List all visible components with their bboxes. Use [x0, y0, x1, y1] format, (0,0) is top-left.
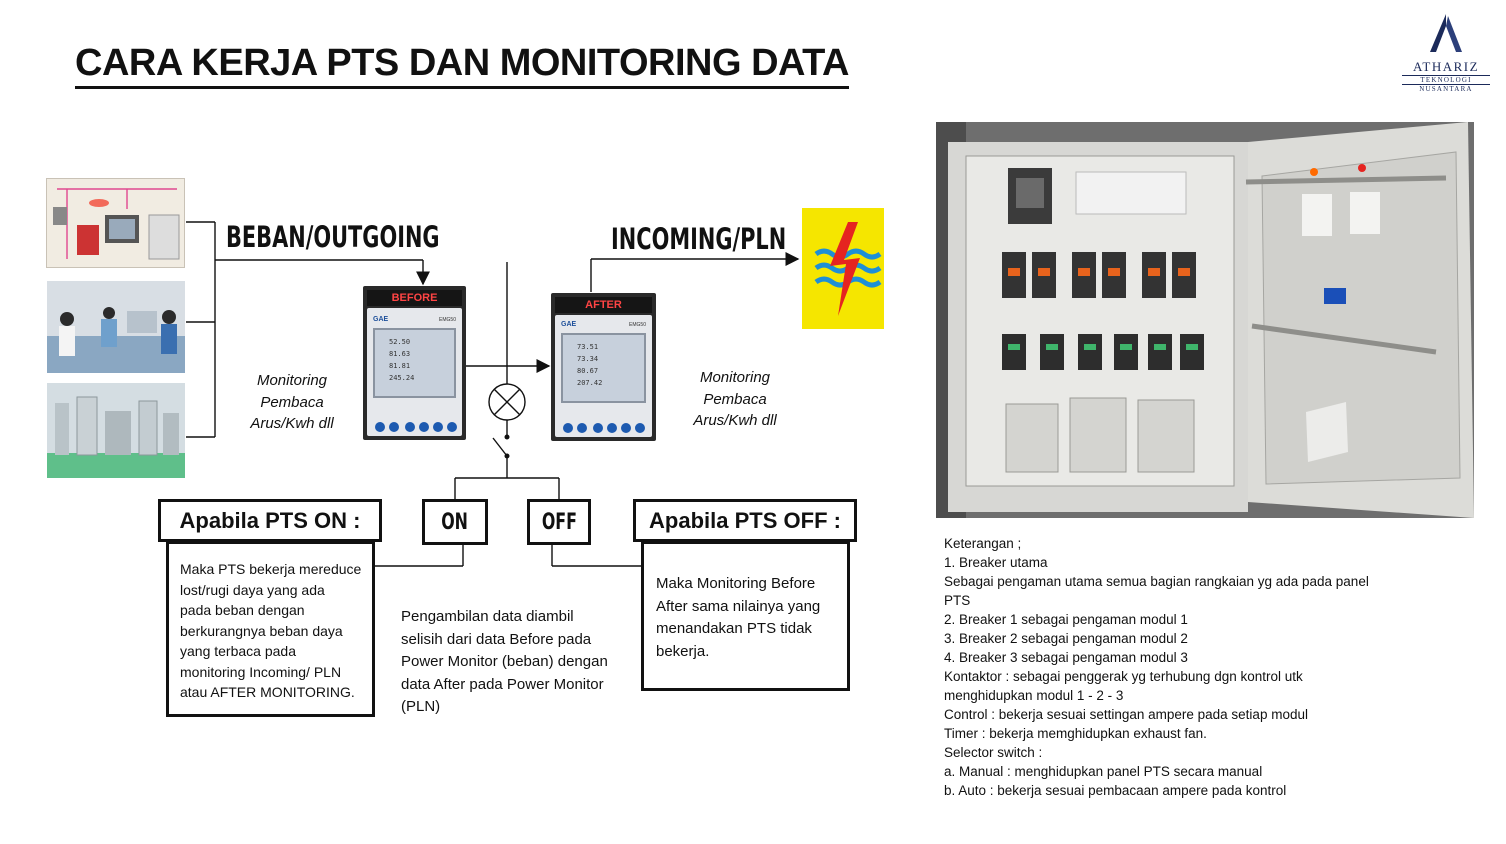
- meter-button-icon: [607, 423, 617, 433]
- after-meter-brand: GAE: [561, 321, 577, 328]
- beban-outgoing-label: BEBAN/OUTGOING: [226, 220, 440, 254]
- logo-brand: ATHARIZ: [1412, 59, 1480, 74]
- note-line: Timer : bekerja memghidupkan exhaust fan…: [944, 726, 1207, 741]
- meter-button-icon: [433, 422, 443, 432]
- description-line: Maka PTS bekerja mereduce: [180, 561, 362, 577]
- meter-button-icon: [447, 422, 457, 432]
- pts-off-description: Maka Monitoring Before After sama nilain…: [656, 573, 847, 663]
- meter-button-icon: [621, 423, 631, 433]
- after-value-3: 80.67: [577, 367, 599, 375]
- before-power-meter: BEFORE GAE EMG50 52.50 81.63 81.81 245.2…: [363, 286, 466, 440]
- before-meter-brand: GAE: [373, 316, 389, 323]
- description-line: bekerja.: [656, 642, 710, 660]
- description-line: After sama nilainya yang: [656, 597, 821, 615]
- data-collection-text: Pengambilan data diambil selisih dari da…: [401, 606, 636, 719]
- caption-line: Arus/Kwh dll: [250, 415, 334, 432]
- note-line: PTS: [944, 593, 971, 608]
- pts-on-description: Maka PTS bekerja mereduce lost/rugi daya…: [180, 559, 372, 703]
- household-appliances-image: [46, 178, 185, 268]
- text-line: Pengambilan data diambil: [401, 608, 574, 625]
- caption-line: Pembaca: [260, 393, 324, 411]
- meter-button-icon: [593, 423, 603, 433]
- caption-line: Arus/Kwh dll: [693, 412, 777, 429]
- meter-button-icon: [389, 422, 399, 432]
- off-switch-box: OFF: [527, 499, 591, 545]
- description-line: berkurangnya beban daya: [180, 622, 343, 639]
- caption-line: Pembaca: [703, 390, 767, 408]
- after-meter-model: EMG50: [629, 322, 646, 328]
- caption-line: Monitoring: [699, 369, 771, 386]
- description-line: atau AFTER MONITORING.: [180, 684, 355, 700]
- before-meter-header: BEFORE: [367, 290, 462, 306]
- off-label: OFF: [541, 509, 577, 535]
- incoming-pln-label: INCOMING/PLN: [611, 222, 787, 256]
- after-meter-header: AFTER: [555, 297, 652, 313]
- meter-button-icon: [635, 423, 645, 433]
- pln-logo-icon: [802, 208, 884, 329]
- pts-off-title: Apabila PTS OFF :: [649, 507, 841, 533]
- before-value-3: 81.81: [389, 362, 411, 370]
- pts-panel-photo: [936, 122, 1474, 518]
- text-line: Power Monitor (beban) dengan: [401, 653, 608, 670]
- after-value-2: 73.34: [577, 355, 599, 363]
- before-value-1: 52.50: [389, 338, 411, 346]
- note-line: b. Auto : bekerja sesuai pembacaan amper…: [944, 783, 1287, 798]
- panel-legend-notes: Keterangan ; 1. Breaker utama Sebagai pe…: [944, 534, 1414, 800]
- description-line: lost/rugi daya yang ada: [180, 581, 325, 598]
- meter-button-icon: [405, 422, 415, 432]
- description-line: Maka Monitoring Before: [656, 575, 816, 592]
- logo-line1: TEKNOLOGI: [1402, 75, 1490, 85]
- meter-button-icon: [577, 423, 587, 433]
- company-logo: ATHARIZ TEKNOLOGI NUSANTARA: [1398, 12, 1494, 98]
- description-line: monitoring Incoming/ PLN: [180, 663, 342, 680]
- before-value-2: 81.63: [389, 350, 411, 358]
- before-meter-model: EMG50: [439, 317, 456, 323]
- meter-button-icon: [419, 422, 429, 432]
- after-value-4: 207.42: [577, 379, 603, 387]
- pts-on-description-box: Maka PTS bekerja mereduce lost/rugi daya…: [166, 541, 375, 717]
- logo-line2: NUSANTARA: [1419, 85, 1473, 93]
- description-line: pada beban dengan: [180, 602, 305, 618]
- text-line: selisih dari data Before pada: [401, 630, 592, 648]
- note-line: Control : bekerja sesuai settingan amper…: [944, 707, 1308, 722]
- page-title: CARA KERJA PTS DAN MONITORING DATA: [75, 40, 849, 89]
- industrial-machinery-image: [47, 383, 185, 478]
- note-line: menghidupkan modul 1 - 2 - 3: [944, 688, 1124, 703]
- note-line: 4. Breaker 3 sebagai pengaman modul 3: [944, 650, 1188, 665]
- logo-mark-icon: [1430, 14, 1462, 52]
- caption-line: Monitoring: [256, 372, 328, 389]
- note-line: 2. Breaker 1 sebagai pengaman modul 1: [944, 612, 1188, 627]
- after-value-1: 73.51: [577, 343, 599, 351]
- pts-off-description-box: Maka Monitoring Before After sama nilain…: [641, 541, 850, 691]
- on-label: ON: [441, 509, 469, 535]
- note-line: 1. Breaker utama: [944, 555, 1048, 570]
- pts-on-title: Apabila PTS ON :: [179, 507, 361, 533]
- on-switch-box: ON: [422, 499, 488, 545]
- note-line: Keterangan ;: [944, 536, 1022, 551]
- factory-workers-image: [47, 281, 185, 373]
- description-line: menandakan PTS tidak: [656, 620, 812, 637]
- note-line: Selector switch :: [944, 745, 1043, 760]
- note-line: Kontaktor : sebagai penggerak yg terhubu…: [944, 669, 1303, 684]
- meter-button-icon: [375, 422, 385, 432]
- note-line: a. Manual : menghidupkan panel PTS secar…: [944, 764, 1263, 779]
- note-line: 3. Breaker 2 sebagai pengaman modul 2: [944, 631, 1188, 646]
- monitoring-caption-right: Monitoring Pembaca Arus/Kwh dll: [675, 367, 795, 432]
- description-line: yang terbaca pada: [180, 643, 296, 659]
- text-line: (PLN): [401, 698, 441, 715]
- after-power-meter: AFTER GAE EMG50 73.51 73.34 80.67 207.42: [551, 293, 656, 441]
- monitoring-caption-left: Monitoring Pembaca Arus/Kwh dll: [232, 370, 352, 435]
- meter-button-icon: [563, 423, 573, 433]
- pts-on-title-box: Apabila PTS ON :: [158, 499, 382, 542]
- pts-off-title-box: Apabila PTS OFF :: [633, 499, 857, 542]
- note-line: Sebagai pengaman utama semua bagian rang…: [944, 574, 1369, 589]
- text-line: data After pada Power Monitor: [401, 675, 604, 693]
- before-value-4: 245.24: [389, 374, 415, 382]
